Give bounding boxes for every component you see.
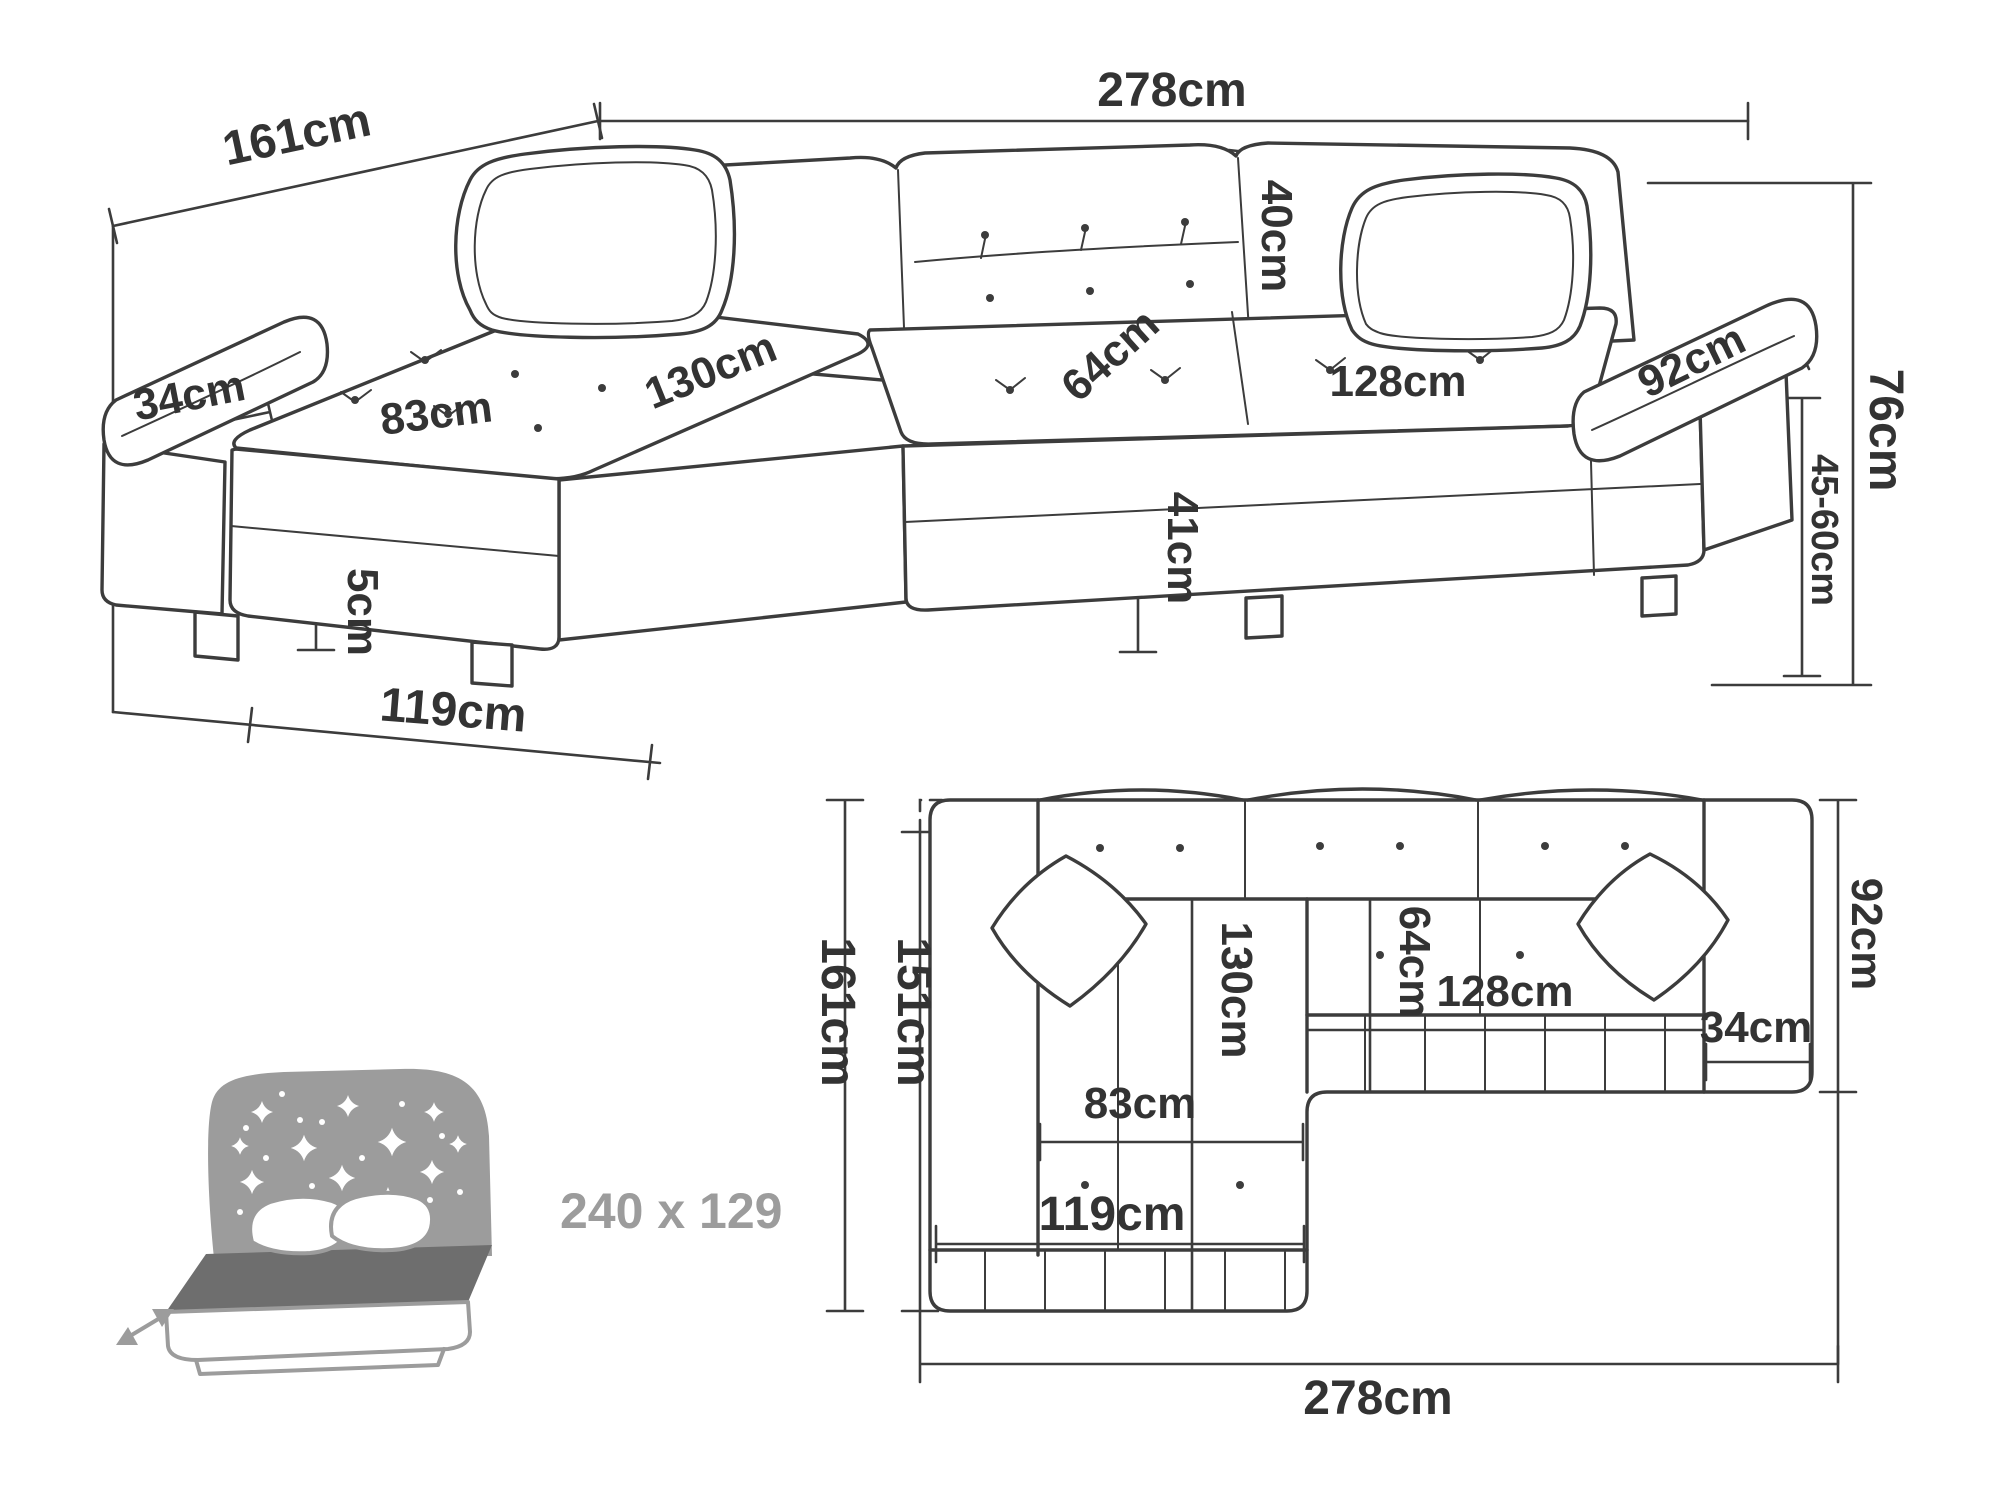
right-armrest [1571,297,1819,463]
dim-label-main-seat-width-plan: 128cm [1436,967,1573,1016]
dim-label-backrest-height-3d: 40cm [1252,180,1301,293]
right-pillow [1339,172,1593,353]
dim-label-armrest-height-3d: 45-60cm [1803,454,1845,606]
corner-base [557,444,908,642]
sleeping-function-icon: 240 x 129 [116,1068,782,1376]
dim-label-depth-total-plan: 161cm [811,937,864,1086]
dim-label-inner-depth-plan: 151cm [887,937,940,1086]
sofa-plan-drawing [928,787,1814,1313]
dim-label-depth-total-3d: 161cm [218,93,375,176]
dim-label-chaise-length-plan: 130cm [1212,921,1261,1058]
dim-label-total-height-3d: 76cm [1859,369,1912,492]
bed-front [164,1300,472,1362]
chaise-cushion [232,301,870,481]
left-armrest [101,315,330,467]
sofa-legs [193,574,1678,688]
dim-label-width-total-plan: 278cm [1303,1372,1452,1425]
dim-label-right-depth-plan: 92cm [1842,878,1891,991]
dim-label-width-total-3d: 278cm [1097,64,1246,117]
dim-label-chaise-seat-width-plan: 83cm [1084,1079,1197,1128]
mattress-top [166,1245,492,1312]
perspective-view: 278cm 161cm 34cm 83cm 130cm 40cm 64cm 12… [100,64,1912,781]
dim-label-seat-height-3d: 41cm [1158,492,1207,605]
plan-left-pillow [990,854,1148,1008]
sofa-3d-drawing [100,141,1819,688]
pull-out-arrow [116,1309,174,1345]
left-pillow [454,144,737,340]
dim-label-right-armrest-plan: 34cm [1700,1003,1813,1052]
left-armrest-body [100,442,227,616]
plan-right-pillow [1576,852,1730,1002]
bed-base [194,1347,446,1376]
plan-view: 161cm 151cm 130cm 64cm 128cm 34cm 83cm 1… [811,787,1891,1425]
dim-label-chaise-width-plan: 119cm [1039,1188,1186,1241]
dim-label-seat-depth-plan: 64cm [1390,906,1439,1019]
bed-dimensions-label: 240 x 129 [560,1183,782,1239]
dim-label-main-seat-width-3d: 128cm [1329,357,1466,406]
dim-label-chaise-base-width-3d: 119cm [378,678,529,742]
chaise-front-face [228,447,561,651]
dim-label-leg-height-3d: 5cm [338,568,387,656]
bed-pillow-right [329,1190,435,1253]
